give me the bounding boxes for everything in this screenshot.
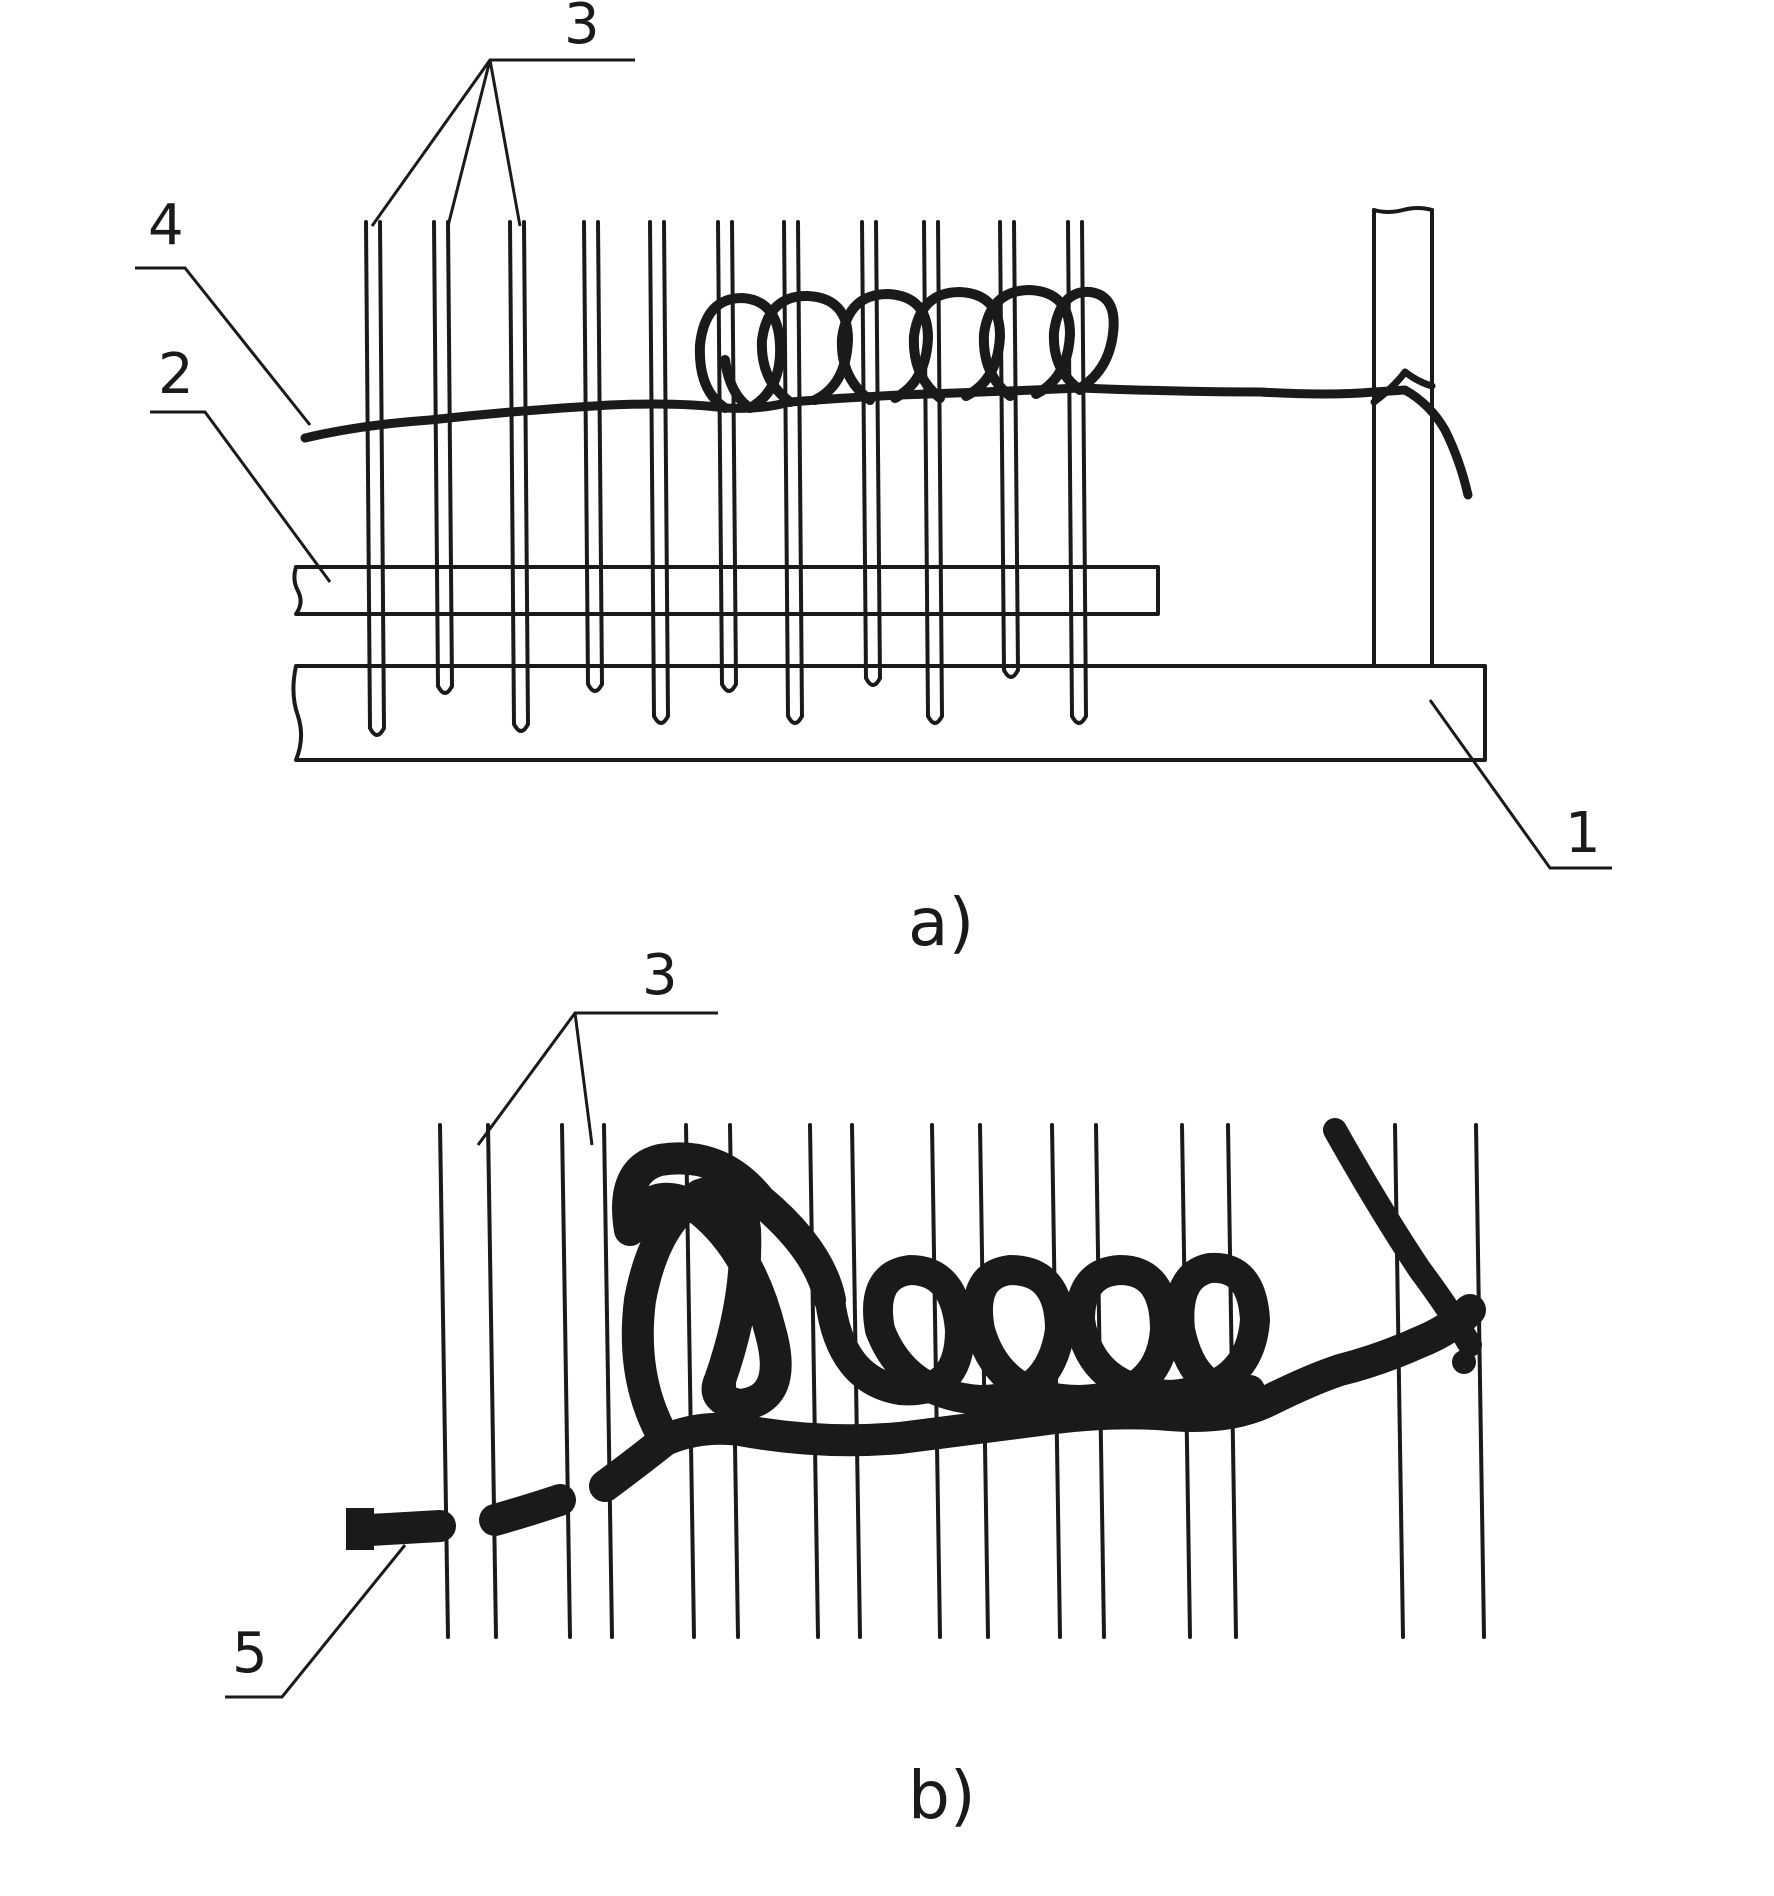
- yarn-b-big-loop: [612, 1142, 846, 1456]
- leader-3a: [370, 58, 635, 227]
- leader-4: [135, 266, 312, 426]
- label-3b: 3: [642, 943, 678, 1008]
- needle-b: [1393, 1123, 1405, 1639]
- needle-b: [438, 1123, 450, 1639]
- label-4: 4: [148, 193, 184, 258]
- yarn-b-diagonal: [1323, 1118, 1482, 1357]
- needle-a: [432, 220, 454, 695]
- yarn-b-knot: [1452, 1350, 1476, 1374]
- needle-a: [716, 220, 738, 693]
- needle-b: [486, 1123, 498, 1639]
- yarn-a: [300, 285, 1473, 500]
- yarn-b: [346, 1118, 1486, 1550]
- caption-b: b): [908, 1757, 976, 1834]
- leader-2: [150, 410, 332, 583]
- vertical-post: [1372, 206, 1434, 668]
- leader-5: [225, 1544, 407, 1699]
- yarn-a-post-wrap: [1370, 368, 1436, 406]
- yarn-a-main: [300, 383, 1473, 500]
- needle-a: [648, 220, 670, 725]
- callouts-b: [225, 1011, 718, 1699]
- needle-b: [602, 1123, 614, 1639]
- needle-a: [582, 220, 604, 693]
- base-bar-lower: [291, 664, 1487, 762]
- needle-a: [508, 220, 530, 733]
- needle-a: [364, 220, 386, 737]
- caption-a: a): [908, 884, 974, 961]
- label-5: 5: [232, 1621, 268, 1686]
- callouts-a: [135, 58, 1612, 870]
- yarn-b-main: [354, 1294, 1486, 1546]
- label-3a: 3: [564, 0, 600, 57]
- needle-b: [1474, 1123, 1486, 1639]
- needle-b: [560, 1123, 572, 1639]
- yarn-b-loops: [815, 1252, 1270, 1415]
- label-1: 1: [1565, 801, 1601, 866]
- needle-b: [808, 1123, 820, 1639]
- leader-3b: [476, 1011, 718, 1146]
- leader-1: [1428, 699, 1612, 870]
- yarn-a-loops: [694, 285, 1119, 413]
- needle-b: [978, 1123, 990, 1639]
- base-bar-upper: [292, 565, 1160, 616]
- label-2: 2: [158, 342, 194, 407]
